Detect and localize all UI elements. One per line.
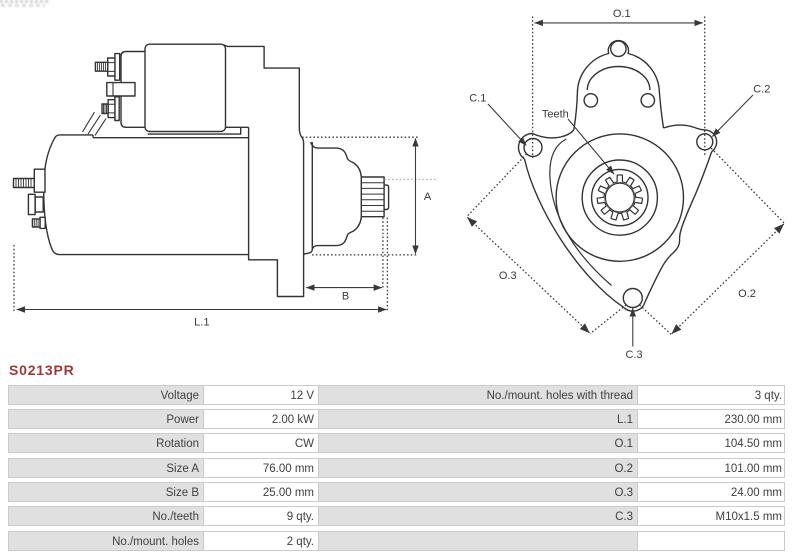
svg-text:L.1: L.1 xyxy=(194,317,209,329)
svg-text:B: B xyxy=(342,291,349,303)
svg-text:C.2: C.2 xyxy=(753,84,770,96)
svg-text:O.2: O.2 xyxy=(738,288,756,300)
svg-text:O.3: O.3 xyxy=(499,270,517,282)
svg-text:C.1: C.1 xyxy=(469,93,486,105)
svg-text:C.3: C.3 xyxy=(625,349,642,361)
svg-text:A: A xyxy=(424,191,432,203)
svg-text:Teeth: Teeth xyxy=(542,109,569,121)
svg-text:O.1: O.1 xyxy=(613,8,631,20)
